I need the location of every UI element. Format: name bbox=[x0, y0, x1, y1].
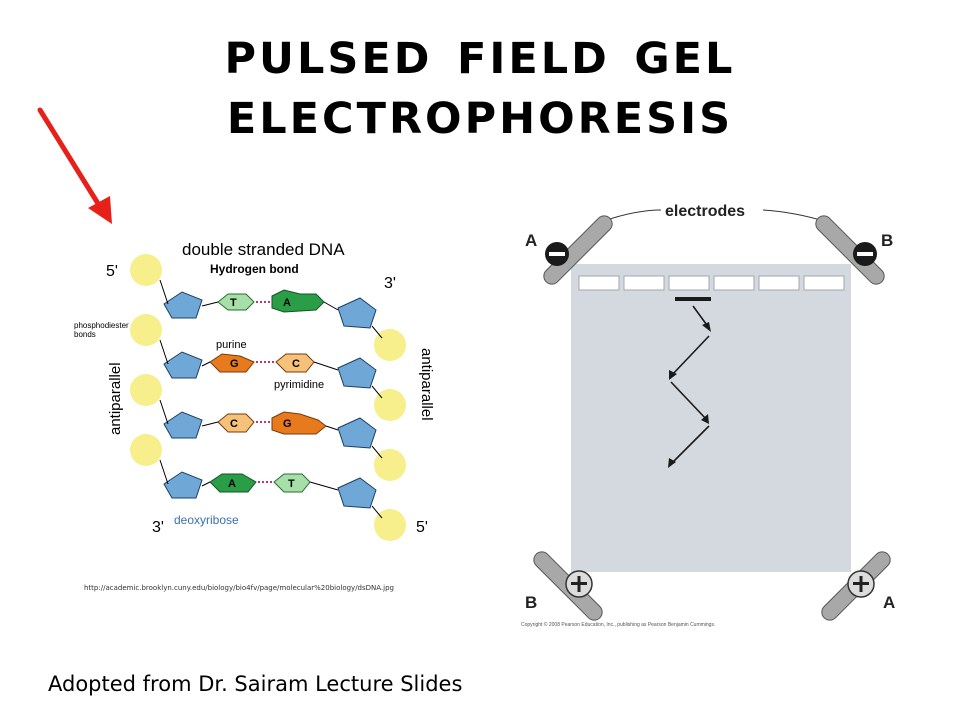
dna-heading: double stranded DNA bbox=[182, 240, 345, 259]
slide-title: PULSED FIELD GEL ELECTROPHORESIS bbox=[0, 15, 960, 148]
gel-wells bbox=[578, 275, 845, 291]
right-sugars bbox=[337, 297, 377, 509]
right-phosphate-column bbox=[374, 329, 406, 541]
dna-diagram: double stranded DNA Hydrogen bond 5' 3' … bbox=[74, 240, 435, 541]
migration-path bbox=[670, 305, 710, 465]
pyrimidine-label: pyrimidine bbox=[274, 379, 324, 391]
gel-copyright: Copyright © 2008 Pearson Education, Inc.… bbox=[521, 621, 715, 628]
three-prime-bottom: 3' bbox=[152, 519, 164, 536]
label-a-top: A bbox=[525, 231, 537, 250]
antiparallel-left: antiparallel bbox=[107, 362, 124, 435]
dna-image-url: http://academic.brooklyn.cuny.edu/biolog… bbox=[84, 584, 394, 592]
purine-label: purine bbox=[216, 339, 247, 351]
phosphodiester-label: phosphodiester bbox=[74, 321, 129, 330]
left-phosphate-column bbox=[130, 254, 162, 466]
svg-text:G: G bbox=[283, 418, 292, 430]
svg-text:C: C bbox=[292, 358, 300, 370]
base-pair-2: G C bbox=[209, 353, 315, 373]
electrode-bottom-right bbox=[821, 551, 891, 621]
bonds-label: bonds bbox=[74, 330, 96, 339]
migration-arrowheads bbox=[668, 322, 711, 468]
svg-text:C: C bbox=[230, 418, 238, 430]
three-prime-top: 3' bbox=[384, 275, 396, 292]
svg-text:G: G bbox=[230, 358, 239, 370]
base-pair-3: C G bbox=[217, 411, 327, 435]
svg-text:A: A bbox=[283, 297, 291, 309]
left-sugars bbox=[163, 291, 203, 499]
label-b-bottom: B bbox=[525, 593, 537, 612]
title-line-1: PULSED FIELD GEL bbox=[224, 15, 736, 88]
deoxyribose-label: deoxyribose bbox=[174, 513, 239, 527]
electrodes-label: electrodes bbox=[665, 203, 745, 220]
label-a-bottom: A bbox=[883, 593, 895, 612]
backbone-lines bbox=[159, 279, 383, 519]
antiparallel-right: antiparallel bbox=[418, 348, 435, 421]
title-line-2: ELECTROPHORESIS bbox=[226, 75, 734, 148]
base-pair-4: A T bbox=[209, 473, 311, 493]
dna-band bbox=[675, 297, 711, 301]
gel-body bbox=[571, 264, 851, 572]
electrode-bottom-left bbox=[533, 551, 603, 621]
credit-line: Adopted from Dr. Sairam Lecture Slides bbox=[48, 672, 463, 696]
hydrogen-bond-label: Hydrogen bond bbox=[210, 262, 299, 276]
base-pair-1: T A bbox=[217, 289, 325, 313]
svg-text:T: T bbox=[288, 478, 295, 490]
electrode-top-left bbox=[543, 215, 613, 285]
svg-text:T: T bbox=[230, 297, 237, 309]
red-arrow-icon bbox=[37, 107, 112, 224]
five-prime-top: 5' bbox=[106, 263, 118, 280]
svg-text:A: A bbox=[228, 478, 236, 490]
label-b-top: B bbox=[881, 231, 893, 250]
electrode-top-right bbox=[815, 215, 885, 285]
five-prime-bottom: 5' bbox=[416, 519, 428, 536]
gel-diagram: electrodes A B bbox=[521, 203, 895, 628]
